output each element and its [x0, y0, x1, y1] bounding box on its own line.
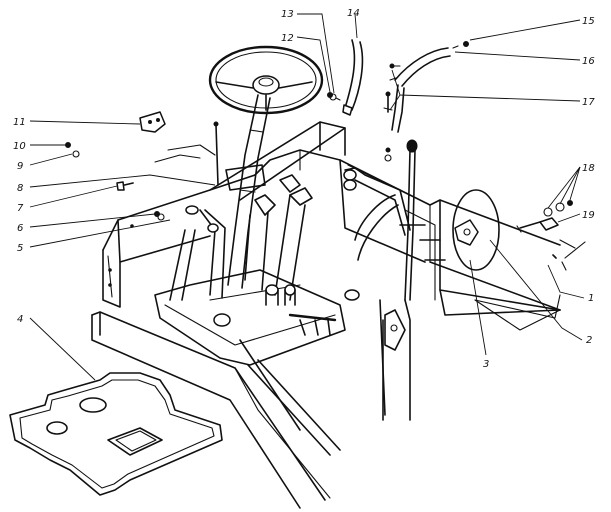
floor-platform [91, 311, 331, 509]
callout-10: 10 [13, 141, 26, 152]
callout-7: 7 [17, 203, 24, 214]
callout-17: 17 [582, 97, 595, 108]
callout-9: 9 [17, 161, 23, 172]
pedal-lever-assembly [154, 174, 346, 456]
callout-16: 16 [582, 56, 595, 67]
callout-19: 19 [582, 210, 595, 221]
steering-assembly [208, 45, 324, 289]
left-small-parts [65, 111, 216, 221]
cab-frame [102, 121, 561, 421]
callout-18: 18 [582, 163, 595, 174]
callout-1: 1 [588, 293, 594, 304]
callout-labels: 1 2 3 4 5 6 7 8 9 10 11 12 13 14 15 16 1… [13, 8, 595, 370]
mirror-arm [327, 39, 469, 162]
leader-lines [29, 13, 585, 381]
right-small-parts [452, 189, 586, 271]
callout-2: 2 [586, 335, 592, 346]
callout-4: 4 [17, 314, 23, 325]
callout-8: 8 [17, 183, 23, 194]
callout-12: 12 [281, 33, 294, 44]
callout-15: 15 [582, 16, 595, 27]
callout-6: 6 [17, 223, 23, 234]
callout-13: 13 [281, 9, 294, 20]
callout-5: 5 [17, 243, 23, 254]
callout-14: 14 [347, 8, 360, 19]
floor-mat [9, 372, 223, 496]
right-levers [343, 139, 446, 351]
callout-3: 3 [483, 359, 489, 370]
callout-11: 11 [13, 117, 26, 128]
